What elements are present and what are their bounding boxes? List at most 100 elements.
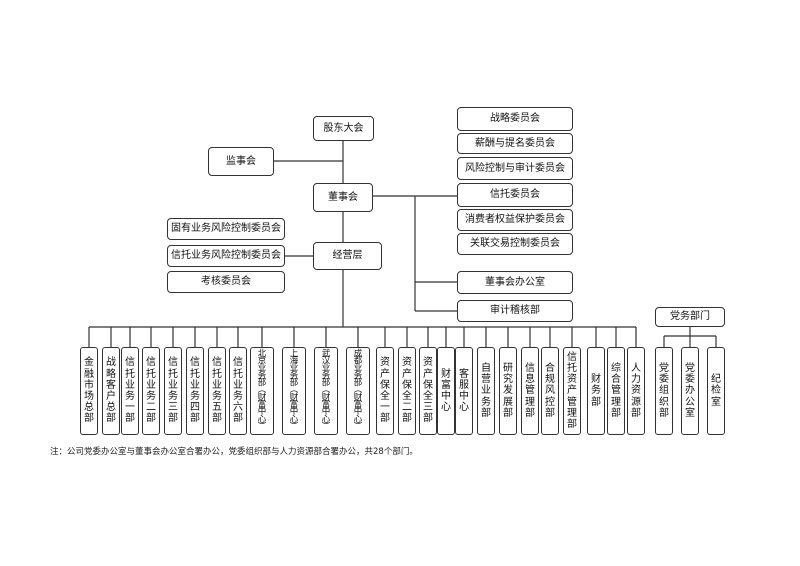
department-box: 自营业务部 bbox=[477, 347, 495, 435]
department-label-char: 中 bbox=[353, 407, 363, 418]
board-committee-box: 关联交易控制委员会 bbox=[457, 233, 573, 255]
department-label-char: 综 bbox=[611, 362, 621, 374]
department-label-char: 部 bbox=[106, 413, 116, 425]
department-label-char: ︵ bbox=[257, 385, 267, 396]
department-label-char: 托 bbox=[233, 368, 243, 380]
department-label-char: 部 bbox=[567, 419, 577, 430]
department-label-char: 发 bbox=[503, 385, 513, 397]
department-label-char: 自 bbox=[481, 362, 491, 374]
department-label-char: 业 bbox=[146, 379, 156, 391]
department-label-char: 资 bbox=[567, 374, 577, 386]
department-label-char: 产 bbox=[380, 368, 390, 380]
department-box: 财务部 bbox=[587, 347, 605, 435]
department-label-char: 富 bbox=[353, 399, 363, 410]
department-label-char: 六 bbox=[233, 402, 243, 414]
mgmt-committee-label: 固有业务风险控制委员会 bbox=[171, 223, 281, 234]
board-committee-label: 消费者权益保护委员会 bbox=[465, 214, 565, 225]
department-label-char: 财 bbox=[591, 374, 601, 386]
department-box: 合规风控部 bbox=[541, 347, 559, 435]
department-label-char: 人 bbox=[631, 362, 641, 374]
department-label-char: 部 bbox=[481, 407, 491, 419]
mgmt-committee-label: 信托业务风险控制委员会 bbox=[171, 250, 281, 261]
party-department-box: 纪检室 bbox=[707, 347, 725, 435]
department-label-char: 力 bbox=[631, 374, 641, 386]
department-label-char: 部 bbox=[212, 413, 222, 425]
department-label-char: 部 bbox=[380, 413, 390, 425]
department-box: 客服中心 bbox=[455, 347, 473, 435]
department-label-char: 财 bbox=[321, 392, 331, 403]
department-box: 信托业务五部 bbox=[208, 347, 226, 435]
department-label-char: 海 bbox=[289, 356, 299, 367]
department-label-char: 保 bbox=[423, 379, 433, 391]
department-box: 信托业务三部 bbox=[164, 347, 182, 435]
department-label-char: 心 bbox=[353, 414, 363, 425]
department-label-char: 理 bbox=[525, 396, 535, 408]
department-label-char: 融 bbox=[84, 368, 94, 380]
department-label-char: 二 bbox=[146, 402, 156, 414]
department-label-char: 都 bbox=[353, 356, 363, 367]
department-label-char: ︶ bbox=[353, 421, 363, 432]
department-label-char: 务 bbox=[212, 391, 222, 402]
board-office-box: 董事会办公室 bbox=[457, 271, 573, 294]
department-label-char: 理 bbox=[611, 396, 621, 408]
department-label-char: 金 bbox=[84, 357, 94, 369]
audit-dept-label: 审计稽核部 bbox=[490, 305, 540, 316]
department-label-char: 成 bbox=[353, 348, 363, 359]
department-label-char: 组 bbox=[659, 385, 669, 397]
department-box: 资产保全三部 bbox=[419, 347, 437, 435]
department-label-char: 控 bbox=[545, 396, 555, 408]
department-label-char: 产 bbox=[567, 385, 577, 397]
board-committee-label: 信托委员会 bbox=[490, 189, 540, 200]
department-label-char: 财 bbox=[353, 392, 363, 403]
supervisors-label: 监事会 bbox=[226, 155, 256, 167]
board-committee-label: 关联交易控制委员会 bbox=[470, 238, 560, 249]
department-label-char: 展 bbox=[503, 396, 513, 408]
department-label-char: 究 bbox=[503, 374, 513, 386]
department-box: 成都业务部︵财富中心︶ bbox=[346, 347, 370, 435]
department-label-char: 二 bbox=[402, 402, 412, 414]
department-box: 信托业务四部 bbox=[186, 347, 204, 435]
department-label-char: 合 bbox=[545, 362, 555, 374]
department-label-char: 业 bbox=[289, 363, 299, 374]
department-label-char: 委 bbox=[685, 374, 695, 386]
department-box: 资产保全一部 bbox=[376, 347, 394, 435]
department-label-char: 合 bbox=[611, 374, 621, 386]
department-label-char: 务 bbox=[591, 385, 601, 397]
department-label-char: 部 bbox=[125, 413, 135, 425]
party-department-box: 党委办公室 bbox=[681, 347, 699, 435]
department-label-char: 托 bbox=[212, 368, 222, 380]
department-label-char: 部 bbox=[402, 413, 412, 425]
department-label-char: 信 bbox=[146, 357, 156, 369]
department-label-char: 研 bbox=[503, 362, 513, 374]
department-label-char: 部 bbox=[591, 396, 601, 408]
department-label-char: 办 bbox=[685, 385, 695, 397]
department-label-char: 中 bbox=[459, 391, 469, 402]
department-box: 财富中心 bbox=[437, 347, 455, 435]
department-label-char: 务 bbox=[125, 391, 135, 402]
department-label-char: 汉 bbox=[321, 356, 331, 367]
department-label-char: 四 bbox=[190, 402, 200, 414]
department-label-char: 业 bbox=[212, 379, 222, 391]
department-label-char: 信 bbox=[168, 357, 178, 369]
department-label-char: 部 bbox=[631, 407, 641, 419]
department-label-char: 业 bbox=[257, 363, 267, 374]
department-label-char: 总 bbox=[84, 402, 94, 414]
department-label-char: 资 bbox=[402, 357, 412, 369]
department-label-char: 部 bbox=[545, 407, 555, 419]
department-label-char: ︵ bbox=[289, 385, 299, 396]
department-box: 人力资源部 bbox=[627, 347, 645, 435]
board-office-label: 董事会办公室 bbox=[485, 276, 545, 288]
department-label-char: 信 bbox=[233, 357, 243, 369]
mgmt-committee-box: 考核委员会 bbox=[167, 271, 285, 293]
department-label-char: 保 bbox=[380, 379, 390, 391]
audit-dept-box: 审计稽核部 bbox=[457, 300, 573, 322]
department-label-char: 全 bbox=[380, 391, 390, 402]
mgmt-committee-box: 信托业务风险控制委员会 bbox=[167, 245, 285, 267]
department-label-char: 客 bbox=[459, 368, 469, 380]
department-box: 信托业务一部 bbox=[121, 347, 139, 435]
department-label-char: 信 bbox=[190, 357, 200, 369]
department-label-char: ︵ bbox=[353, 385, 363, 396]
department-label-char: 产 bbox=[402, 368, 412, 380]
department-label-char: 托 bbox=[168, 368, 178, 380]
